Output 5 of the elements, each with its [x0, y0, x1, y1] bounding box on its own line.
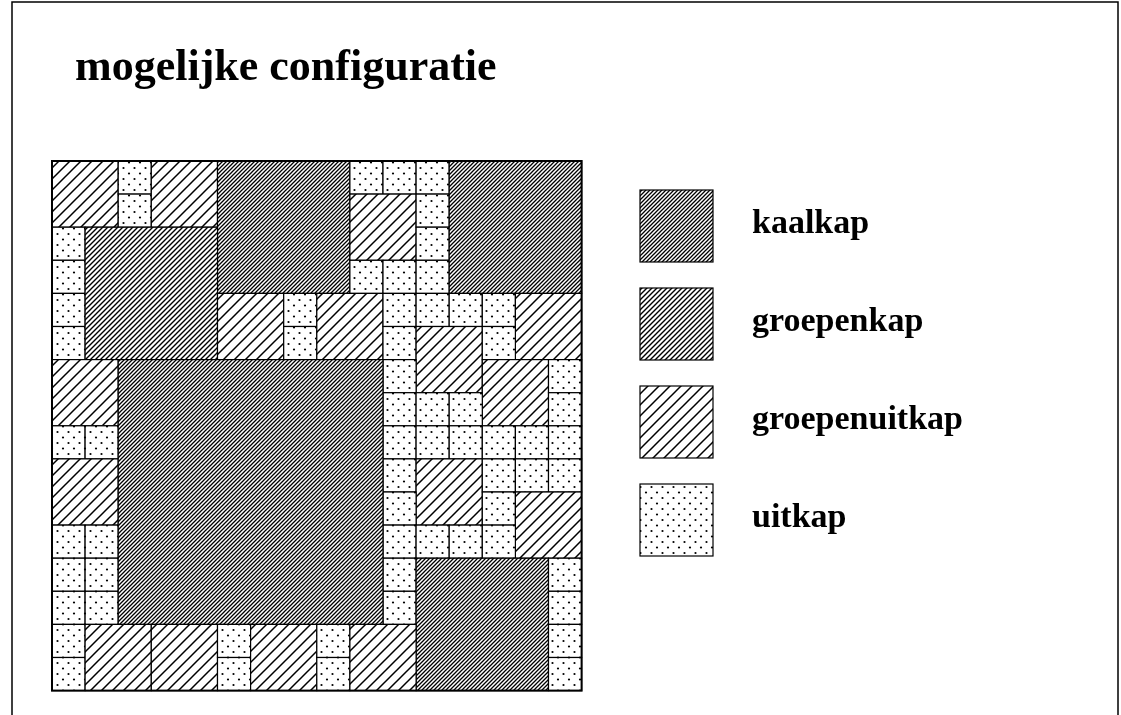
legend-label: groepenkap	[752, 301, 924, 339]
legend-label: groepenuitkap	[752, 399, 963, 437]
legend-label: uitkap	[752, 497, 847, 535]
title: mogelijke configuratie	[75, 40, 497, 91]
legend-label: kaalkap	[752, 203, 870, 241]
